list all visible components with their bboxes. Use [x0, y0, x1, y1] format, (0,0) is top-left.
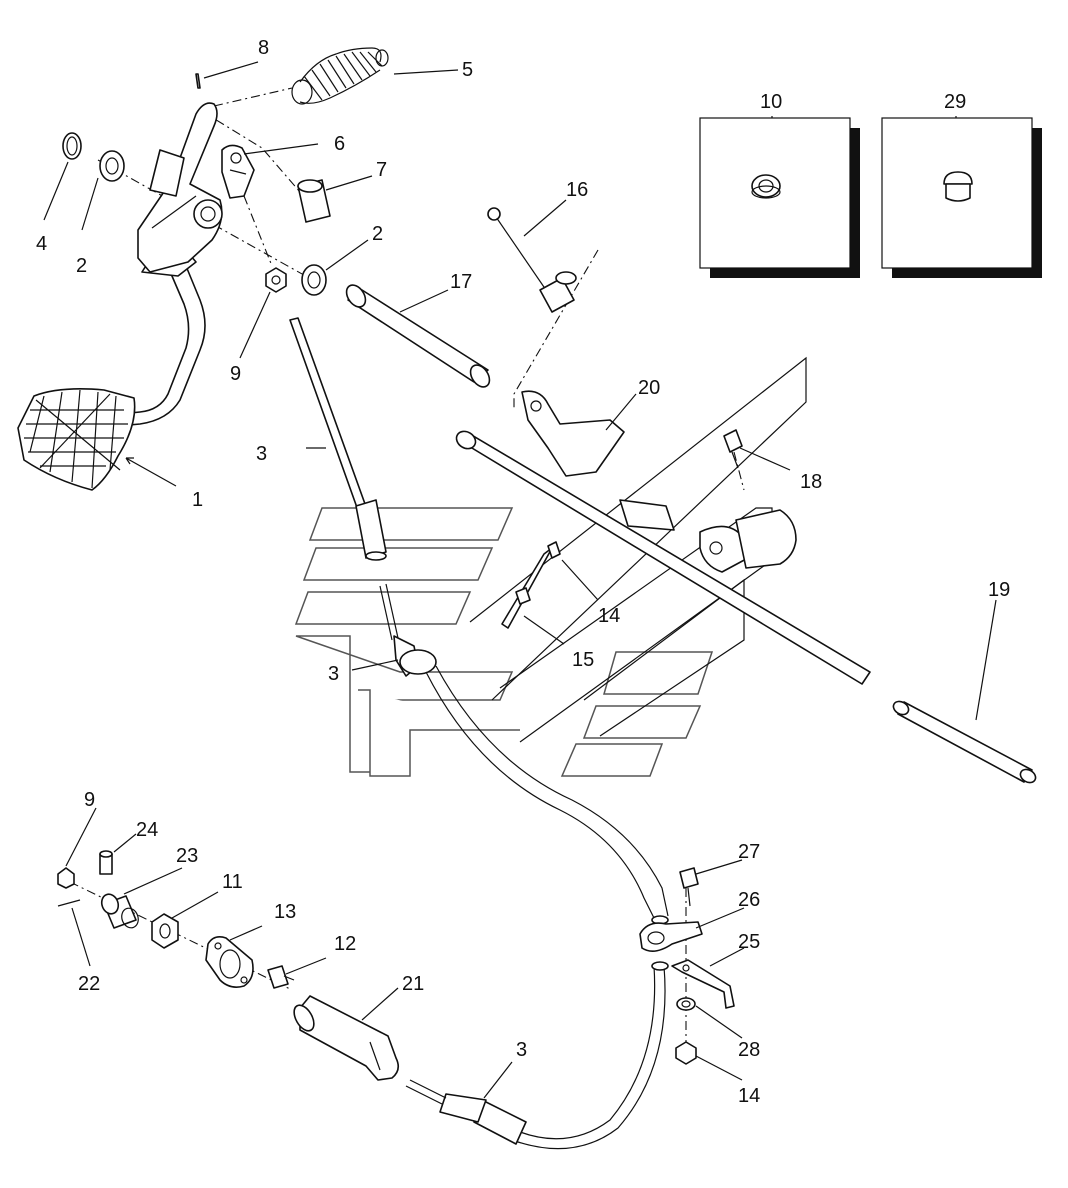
callout-10: 10 [760, 91, 782, 113]
callout-13: 13 [274, 901, 296, 923]
clutch-switch [487, 207, 577, 313]
callout-7: 7 [376, 159, 387, 181]
callout-3-upper: 3 [256, 443, 267, 465]
centerline-spring [213, 87, 293, 107]
washer-left [99, 150, 125, 182]
callout-3-lower: 3 [516, 1039, 527, 1061]
nut-14-lower [675, 1041, 697, 1065]
callout-19: 19 [988, 579, 1010, 601]
callout-26: 26 [738, 889, 760, 911]
callout-17: 17 [450, 271, 472, 293]
callout-14-upper: 14 [598, 605, 620, 627]
callout-6: 6 [334, 133, 345, 155]
callout-16: 16 [566, 179, 588, 201]
boot-21 [293, 995, 400, 1081]
callout-27: 27 [738, 841, 760, 863]
callout-15: 15 [572, 649, 594, 671]
clevis-pin [297, 179, 331, 223]
hex-nut-upper [265, 267, 287, 293]
inset-part-29 [881, 117, 1042, 278]
callout-9-lower: 9 [84, 789, 95, 811]
callout-2-right: 2 [372, 223, 383, 245]
callout-18: 18 [800, 471, 822, 493]
watermark-logo [294, 356, 807, 777]
pin-24 [99, 850, 113, 875]
callout-20: 20 [638, 377, 660, 399]
pivot-bracket [521, 390, 797, 573]
plate-13 [205, 936, 254, 988]
sleeve-23 [100, 893, 139, 929]
centerline-switch [513, 249, 599, 410]
centerline-bolt18 [733, 451, 745, 491]
bolt-27 [679, 867, 699, 907]
callout-21: 21 [402, 973, 424, 995]
washer-right [301, 264, 327, 296]
retaining-ring [62, 132, 82, 160]
callout-29: 29 [944, 91, 966, 113]
shaft-19 [892, 700, 1037, 784]
pedal-lever-arm [137, 102, 223, 273]
clevis [221, 144, 255, 199]
bracket-25 [671, 959, 735, 1009]
pivot-tube [345, 284, 491, 388]
adjuster-link [501, 541, 561, 629]
centerline-pin [199, 109, 301, 193]
bolt-18 [723, 429, 743, 469]
callout-14-lower: 14 [738, 1085, 760, 1107]
callout-labels: 1 2 4 8 5 6 7 9 2 3 17 16 20 18 19 14 15… [36, 37, 1010, 1107]
callout-5: 5 [462, 59, 473, 81]
cross-shaft [455, 430, 871, 685]
callout-3-middle: 3 [328, 663, 339, 685]
clutch-pedal [17, 247, 206, 491]
cotter-pin [195, 73, 201, 89]
cable-clamp [639, 921, 703, 952]
callout-4: 4 [36, 233, 47, 255]
washer-28 [676, 997, 696, 1011]
callout-2-left: 2 [76, 255, 87, 277]
callout-24: 24 [136, 819, 158, 841]
callout-12: 12 [334, 933, 356, 955]
return-spring [291, 47, 389, 105]
callout-11: 11 [222, 871, 243, 893]
callout-22: 22 [78, 973, 100, 995]
callout-28: 28 [738, 1039, 760, 1061]
cotter-22 [57, 899, 81, 907]
callout-25: 25 [738, 931, 760, 953]
bolt-12 [267, 965, 295, 989]
callout-1: 1 [192, 489, 203, 511]
inset-part-10 [699, 117, 860, 278]
callout-9-upper: 9 [230, 363, 241, 385]
pedal-pad-grid [24, 389, 128, 489]
leader-lines [43, 61, 997, 1099]
callout-23: 23 [176, 845, 198, 867]
push-rod [289, 317, 387, 561]
centerline-link [243, 195, 273, 267]
nut-9-lower [57, 867, 75, 889]
clutch-cable [379, 583, 669, 1150]
nut-11 [151, 913, 179, 949]
callout-8: 8 [258, 37, 269, 59]
